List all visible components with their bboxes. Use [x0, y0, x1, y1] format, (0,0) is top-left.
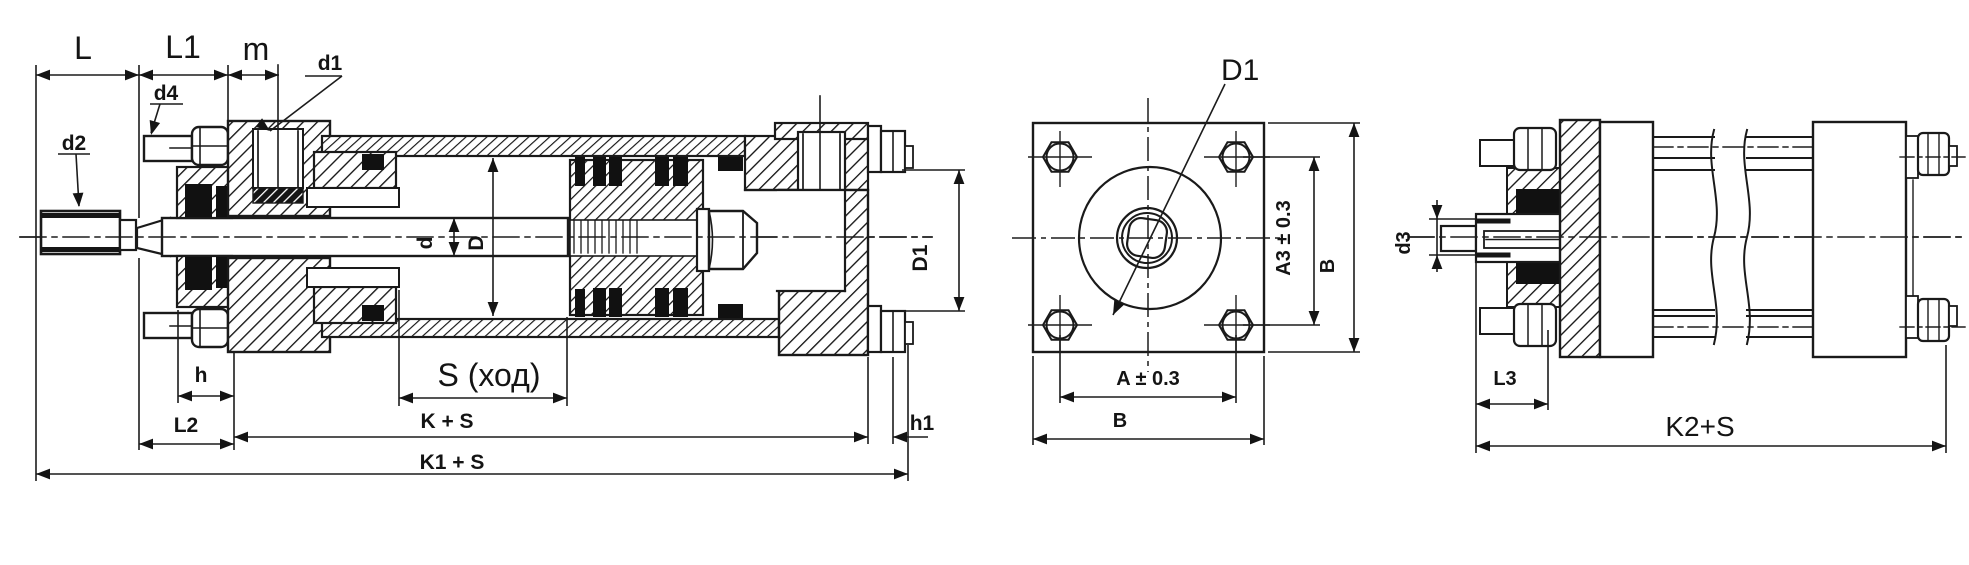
- svg-text:A ± 0.3: A ± 0.3: [1116, 368, 1180, 390]
- svg-text:d2: d2: [62, 132, 87, 155]
- svg-text:D: D: [465, 235, 488, 250]
- svg-text:d4: d4: [154, 82, 179, 105]
- svg-text:L1: L1: [165, 29, 201, 65]
- svg-text:m: m: [243, 31, 270, 67]
- svg-text:d1: d1: [318, 52, 343, 75]
- svg-text:S (ход): S (ход): [438, 357, 541, 393]
- svg-text:B: B: [1317, 259, 1339, 273]
- svg-text:L3: L3: [1493, 368, 1516, 390]
- svg-text:K + S: K + S: [420, 410, 473, 433]
- svg-text:h1: h1: [910, 412, 935, 435]
- svg-text:B: B: [1113, 410, 1127, 432]
- svg-text:D1: D1: [1221, 54, 1259, 87]
- svg-text:h: h: [195, 364, 208, 387]
- svg-text:A3 ± 0.3: A3 ± 0.3: [1273, 200, 1295, 275]
- svg-text:L2: L2: [174, 414, 199, 437]
- svg-text:K2+S: K2+S: [1665, 411, 1734, 442]
- svg-text:K1 + S: K1 + S: [420, 451, 485, 474]
- svg-text:d3: d3: [1393, 231, 1415, 254]
- svg-text:d: d: [414, 237, 437, 250]
- svg-text:L: L: [74, 30, 92, 66]
- svg-text:D1: D1: [909, 244, 932, 271]
